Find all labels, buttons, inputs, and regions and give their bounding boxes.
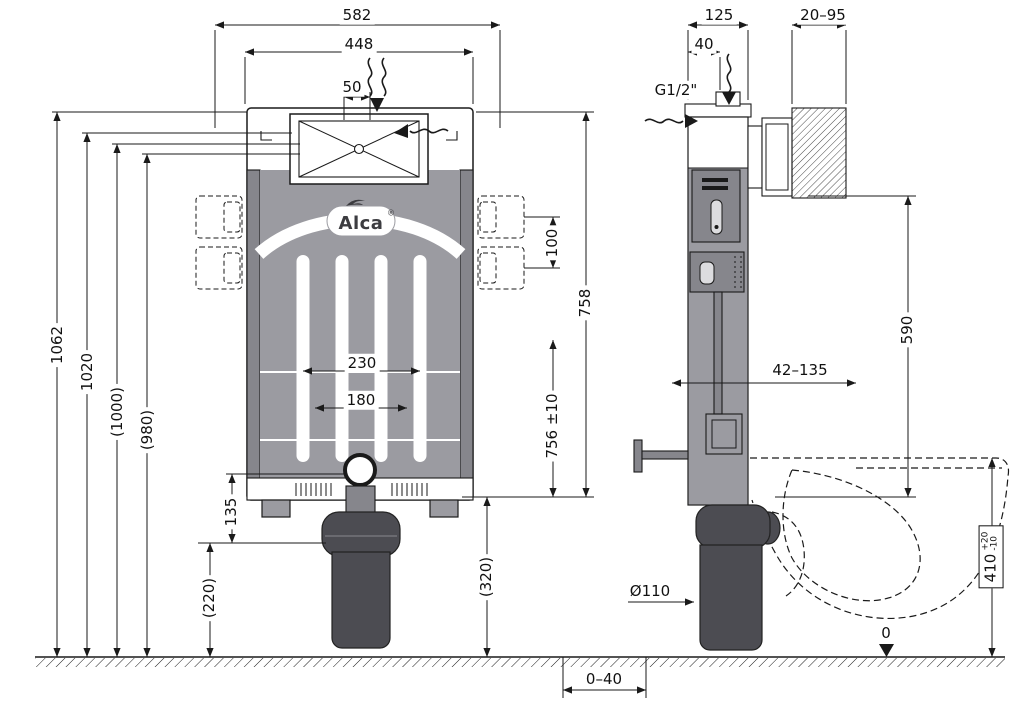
dim-outlet-height: (220)	[199, 574, 219, 622]
dim-floor-adjust: 0–40	[582, 669, 626, 689]
dim-height-980: (980)	[137, 406, 157, 454]
frame-latch	[705, 413, 743, 455]
alca-logo	[326, 199, 396, 237]
dim-height-1000: (1000)	[107, 384, 127, 440]
panel-slot	[413, 255, 427, 462]
dim-fixing-outer: 230	[344, 353, 380, 373]
wall-brackets	[195, 195, 525, 290]
front-view	[195, 57, 525, 649]
dim-plate-height: 590	[897, 312, 917, 348]
right-rail	[459, 169, 474, 501]
wall-section	[791, 107, 847, 199]
mounting-ticks	[295, 483, 332, 496]
control-box-lower	[689, 251, 745, 293]
dim-frame-height: 758	[575, 285, 595, 321]
dim-flush-pipe-range: 42–135	[769, 360, 831, 380]
left-rail	[246, 169, 261, 501]
dim-install-height: 756 ±10	[542, 390, 562, 462]
dim-bracket-spacing: 100	[542, 225, 562, 261]
side-view	[633, 53, 1010, 657]
corner-mark-icon	[260, 131, 272, 141]
dim-tank-width: 448	[341, 34, 377, 54]
registered-mark: ®	[387, 208, 395, 218]
dim-inlet-side-offset: 40	[691, 34, 717, 54]
outlet-flange	[321, 511, 401, 557]
dim-overall-width: 582	[339, 5, 375, 25]
actuator-frame	[747, 125, 763, 189]
water-inlet-icon	[644, 53, 736, 128]
dim-height-total: 1062	[47, 322, 67, 368]
outlet-pipe	[699, 544, 763, 651]
anchor-plate	[633, 439, 643, 473]
outlet-flange	[695, 504, 771, 549]
ground-hatch	[35, 658, 1005, 667]
anchor-rod	[641, 450, 689, 460]
mounting-ticks	[391, 483, 428, 496]
ground-line	[35, 656, 1005, 667]
floor-reference-label: 0	[878, 623, 894, 643]
dim-outlet-diameter: Ø110	[626, 581, 674, 601]
drain-port	[343, 453, 377, 487]
bowl-height-tolerance: +20 -10	[980, 531, 1000, 551]
water-inlet-icon	[367, 57, 387, 112]
right-foot	[429, 499, 459, 518]
brand-name: Alca	[338, 213, 384, 235]
outlet-pipe	[331, 551, 391, 649]
left-foot	[261, 499, 291, 518]
panel-slot	[296, 255, 310, 462]
flush-flow-icon	[394, 124, 449, 138]
inlet-thread-label: G1/2"	[651, 80, 701, 100]
outlet-neck	[345, 485, 376, 517]
dim-inlet-offset: 50	[339, 77, 365, 97]
flush-plate	[761, 117, 793, 197]
corner-mark-icon	[446, 131, 458, 141]
wc-pan-outline	[750, 457, 1010, 619]
dim-frame-depth: 125	[701, 5, 737, 25]
dim-wall-range: 20–95	[797, 5, 849, 25]
flush-pipe	[713, 291, 723, 415]
dim-fixing-inner: 180	[343, 390, 379, 410]
dim-frame-bottom: (320)	[476, 553, 496, 601]
dim-bowl-height: 410 +20 -10	[978, 525, 1004, 589]
dim-height-1020: 1020	[77, 349, 97, 395]
bowl-height-value: 410	[981, 553, 1000, 583]
floor-reference-icon	[879, 644, 894, 657]
dim-drain-offset: 135	[221, 494, 241, 530]
bird-icon	[346, 199, 365, 206]
dimension-lines	[52, 21, 996, 698]
